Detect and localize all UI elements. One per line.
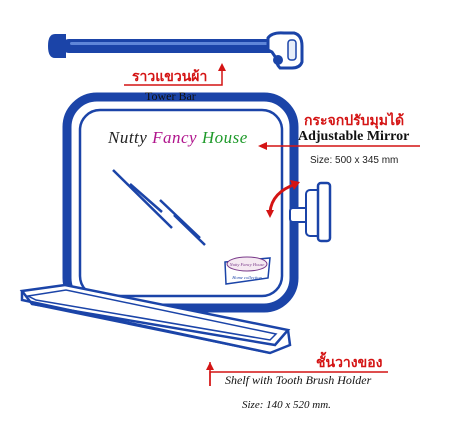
tower-bar (48, 31, 304, 70)
badge-collection-text: Home collection (231, 275, 262, 280)
glare-line (173, 214, 206, 246)
tower-bar-english-label: Tower Bar (145, 89, 196, 103)
badge-brand-text: Nutty Fancy House (229, 262, 265, 267)
tower-bar-callout (124, 63, 226, 86)
mirror: Nutty Fancy House Home collection (62, 92, 299, 313)
glare-line (159, 199, 201, 239)
shelf-thai-label: ชั้นวางของ (316, 355, 383, 371)
mirror-brand: Nutty Fancy House (108, 128, 248, 148)
shelf-size-label: Size: 140 x 520 mm. (242, 399, 331, 411)
shelf (19, 283, 292, 355)
glare-line (129, 183, 163, 213)
mirror-callout (258, 142, 420, 150)
shelf-callout (206, 362, 388, 386)
brand-word-fancy: Fancy (152, 128, 198, 147)
mirror-thai-label: กระจกปรับมุมได้ (304, 113, 405, 129)
brand-word-nutty: Nutty (108, 128, 148, 147)
brand-word-house: House (201, 128, 248, 147)
shelf-english-label: Shelf with Tooth Brush Holder (225, 373, 372, 387)
mirror-wall-bracket (289, 181, 332, 243)
glare-line (112, 169, 173, 229)
tower-bar-thai-label: ราวแขวนผ้า (132, 69, 208, 85)
mirror-english-label: Adjustable Mirror (298, 129, 410, 144)
mirror-size-label: Size: 500 x 345 mm (310, 155, 399, 166)
rotate-arrow-icon (266, 180, 300, 218)
brand-badge: Nutty Fancy House Home collection (224, 256, 271, 285)
